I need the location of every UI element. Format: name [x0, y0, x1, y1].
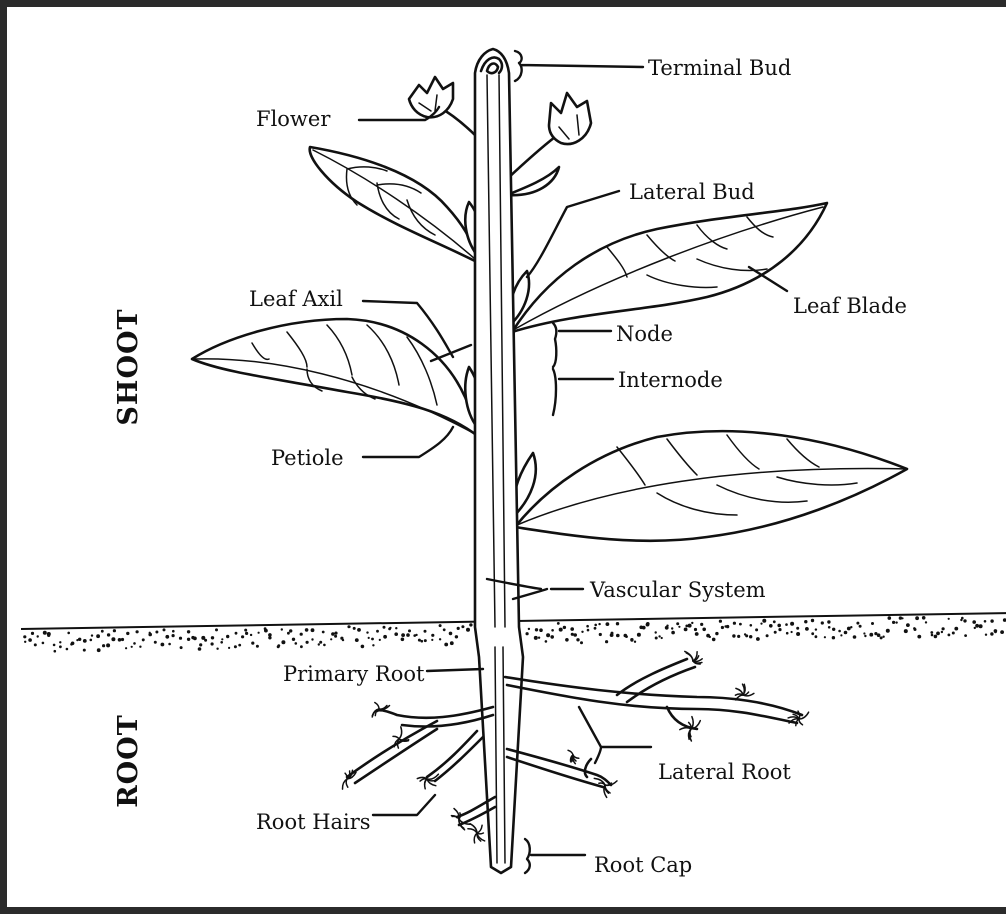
section-label-shoot: SHOOT [113, 308, 144, 425]
flower-right [507, 93, 591, 195]
label-lateral-root: Lateral Root [658, 760, 791, 784]
label-internode: Internode [618, 368, 723, 392]
label-root-cap: Root Cap [594, 853, 692, 877]
leaf-upper-left [310, 147, 477, 262]
label-terminal-bud: Terminal Bud [648, 56, 791, 80]
label-leaf-axil: Leaf Axil [249, 287, 343, 311]
leaf-left [192, 319, 479, 437]
plant-diagram: Terminal Bud Flower Lateral Bud Leaf Axi… [7, 7, 1006, 921]
label-petiole: Petiole [271, 446, 344, 470]
label-leaf-blade: Leaf Blade [793, 294, 907, 318]
label-flower: Flower [256, 107, 331, 131]
leaf-right-lower [515, 431, 907, 541]
label-root-hairs: Root Hairs [256, 810, 371, 834]
label-primary-root: Primary Root [283, 662, 425, 686]
flower-left [409, 77, 477, 137]
section-label-root: ROOT [113, 714, 144, 808]
label-node: Node [616, 322, 673, 346]
label-vascular-system: Vascular System [589, 578, 766, 602]
label-lateral-bud: Lateral Bud [629, 180, 755, 204]
